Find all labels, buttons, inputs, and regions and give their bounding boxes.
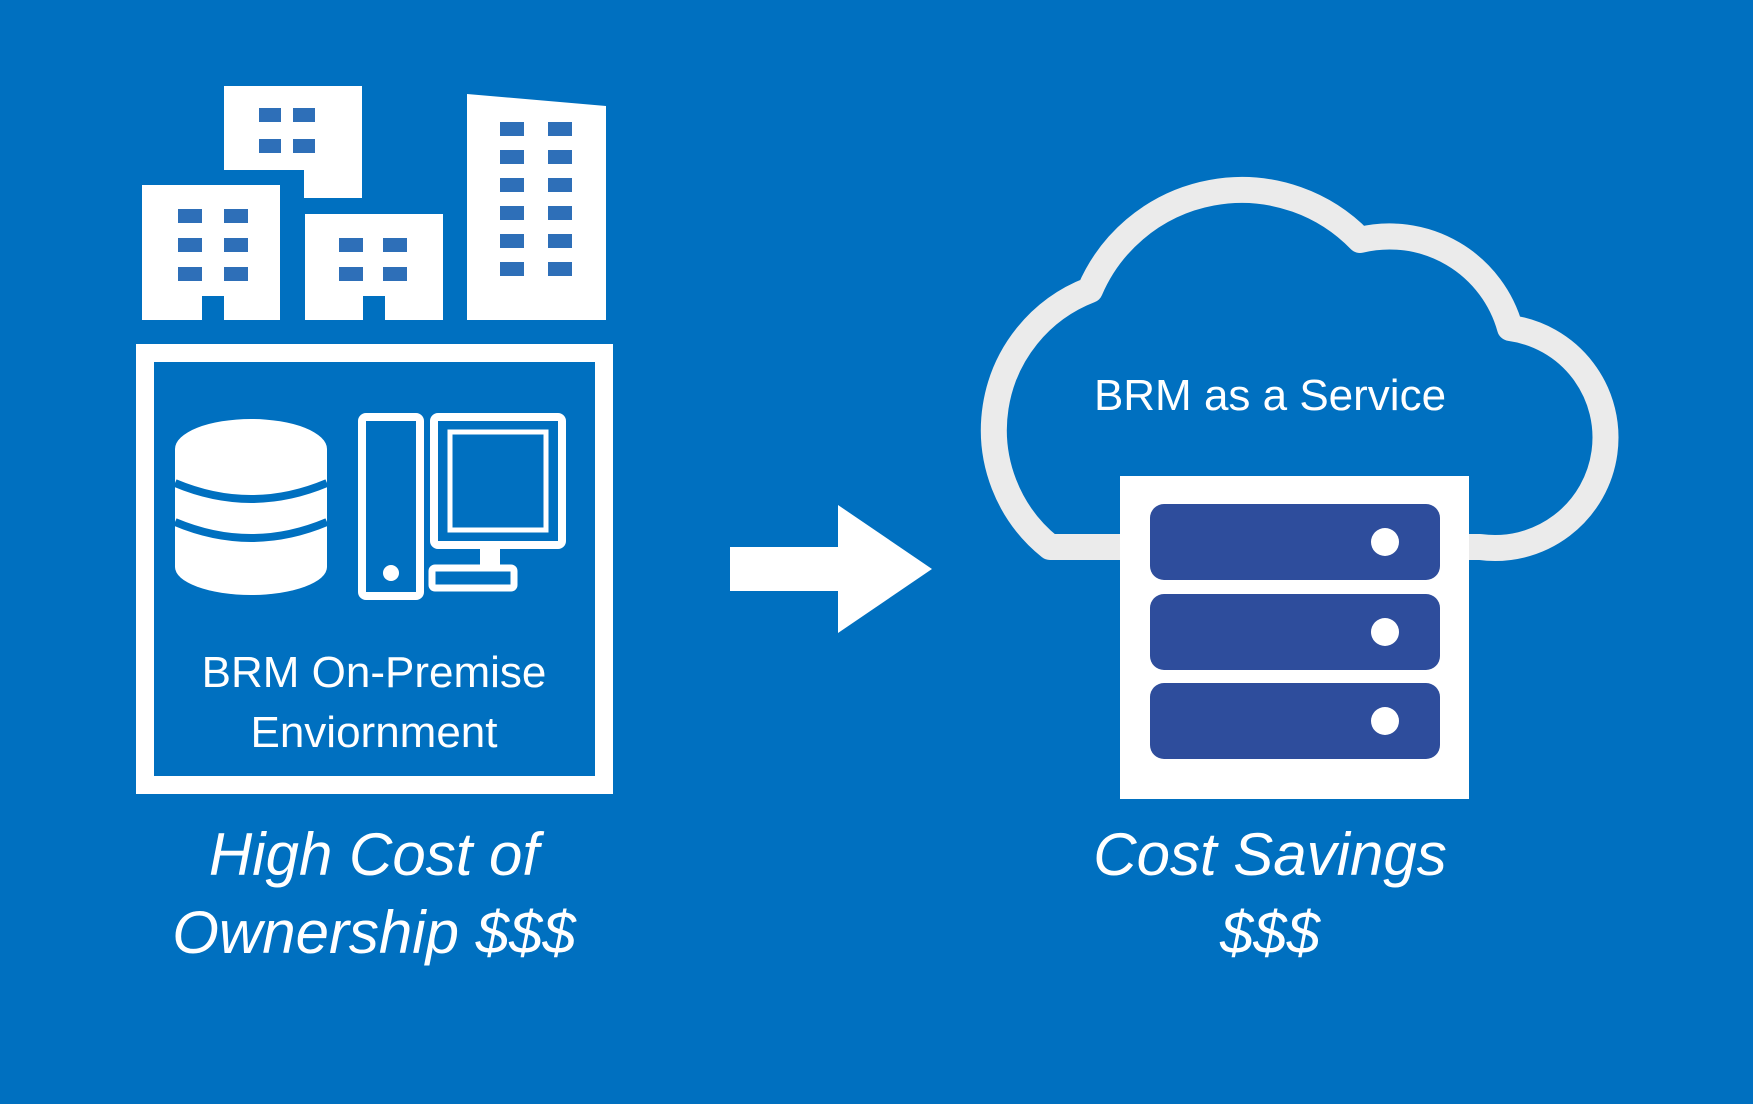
onprem-label-line2: Enviornment xyxy=(250,708,498,757)
left-caption-line1: High Cost of xyxy=(208,821,540,888)
server-drive-3 xyxy=(1150,683,1440,759)
right-caption: Cost Savings $$$ xyxy=(1030,816,1510,972)
left-caption: High Cost of Ownership $$$ xyxy=(100,816,648,972)
server-drive-1 xyxy=(1150,504,1440,580)
right-arrow-icon xyxy=(730,505,932,633)
right-caption-line2: $$$ xyxy=(1219,899,1321,966)
right-caption-line1: Cost Savings xyxy=(1093,821,1447,888)
cloud-icon xyxy=(980,177,1619,561)
onprem-label-line1: BRM On-Premise xyxy=(201,648,547,697)
onprem-box-label: BRM On-Premise Enviornment xyxy=(146,643,602,763)
server-icon xyxy=(1120,476,1469,799)
building-doors xyxy=(202,296,385,320)
onprem-box xyxy=(136,344,613,794)
left-caption-line2: Ownership $$$ xyxy=(172,899,576,966)
server-drive-2 xyxy=(1150,594,1440,670)
database-icon xyxy=(173,419,329,595)
building-windows xyxy=(178,108,572,281)
server-led-1 xyxy=(1371,528,1399,556)
server-led-2 xyxy=(1371,618,1399,646)
cloud-label: BRM as a Service xyxy=(1093,371,1447,420)
desktop-computer-icon xyxy=(358,413,566,600)
server-led-3 xyxy=(1371,707,1399,735)
